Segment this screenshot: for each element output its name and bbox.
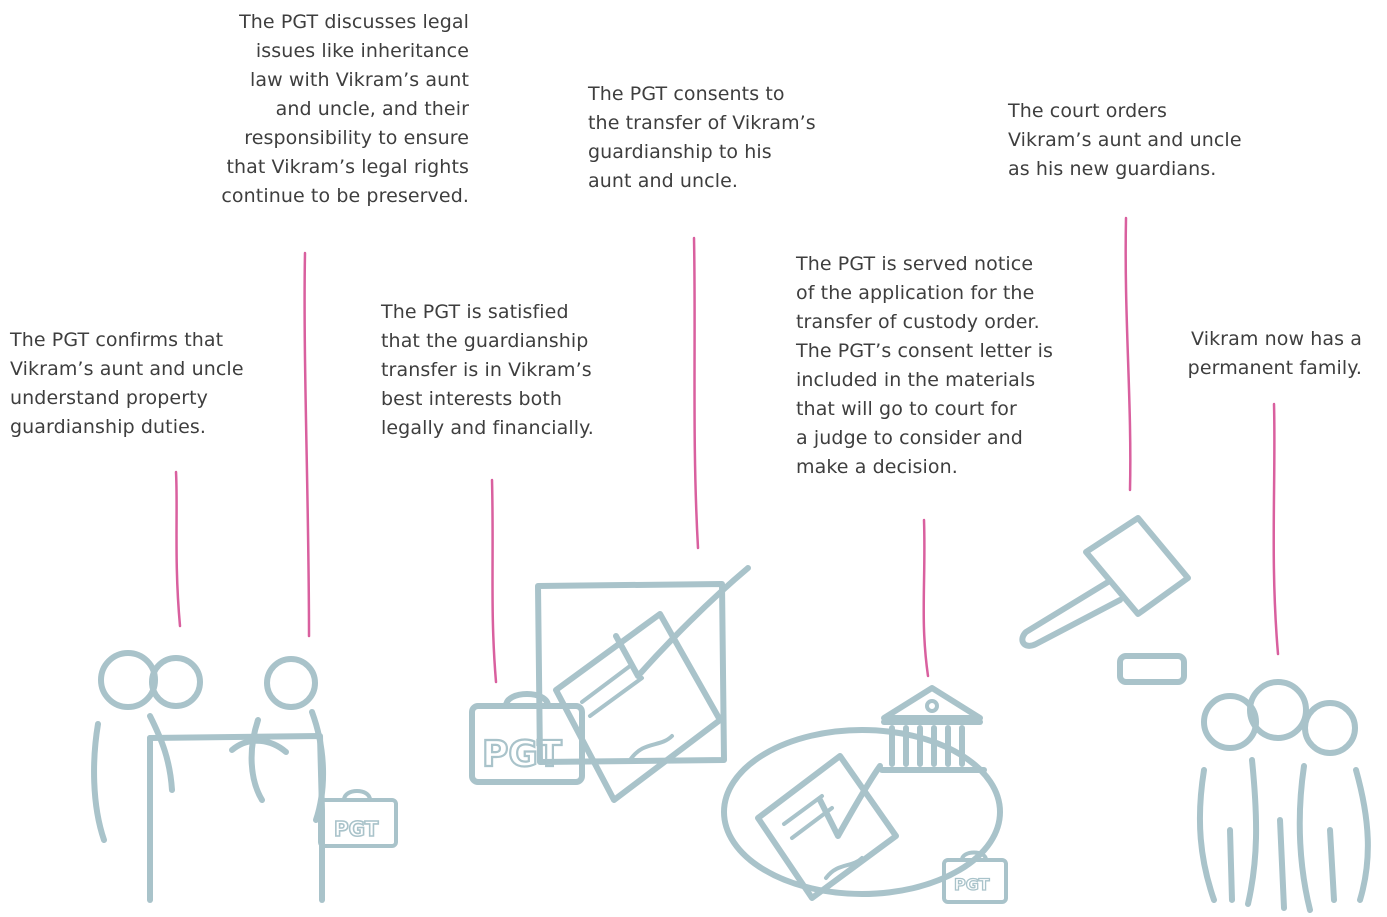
connector-lines	[174, 216, 1280, 684]
svg-text:PGT: PGT	[334, 817, 379, 841]
step-5-caption: The PGT is served notice of the applicat…	[796, 253, 1053, 478]
courthouse-icon	[721, 685, 1003, 897]
connector-step-3	[490, 478, 498, 684]
connector-step-2	[303, 251, 311, 638]
step-2-caption: The PGT discusses legal issues like inhe…	[221, 11, 469, 207]
svg-text:PGT: PGT	[954, 875, 990, 894]
connector-step-6	[1124, 216, 1132, 492]
connector-step-4	[692, 236, 700, 550]
step-6-caption: The court orders Vikram’s aunt and uncle…	[1008, 100, 1242, 180]
step-1-caption: The PGT confirms that Vikram’s aunt and …	[10, 329, 244, 438]
step-7-caption: Vikram now has a permanent family.	[1187, 328, 1362, 379]
svg-text:PGT: PGT	[482, 734, 562, 775]
signed-document-icon	[755, 753, 899, 901]
connector-step-7	[1272, 402, 1280, 656]
family-icon	[1196, 679, 1371, 913]
signed-document-icon	[535, 565, 751, 803]
gavel-icon	[1019, 515, 1191, 685]
connector-step-1	[174, 470, 182, 628]
step-4-caption: The PGT consents to the transfer of Vikr…	[588, 83, 816, 192]
connector-step-5	[922, 518, 930, 678]
meeting-people-icon	[91, 650, 327, 903]
briefcase-icon: PGT	[318, 789, 398, 848]
step-3-caption: The PGT is satisfied that the guardiansh…	[381, 301, 594, 439]
briefcase-icon: PGT	[942, 850, 1008, 904]
briefcase-icon: PGT	[469, 691, 585, 785]
